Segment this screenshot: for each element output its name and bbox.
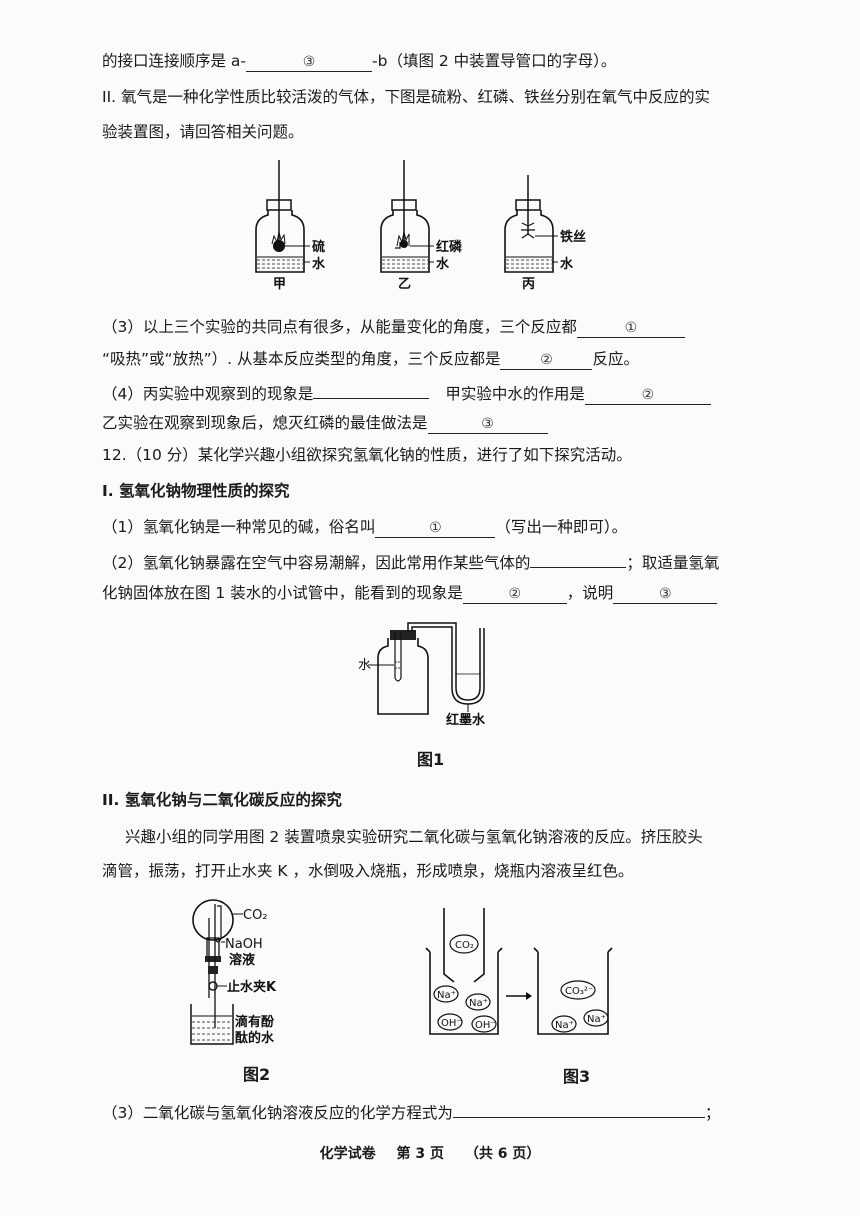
question-12-2-line1: （2）氢氧化钠暴露在空气中容易潮解，因此常用作某些气体的；取适量氢氧 xyxy=(102,549,800,574)
fig2-co2-label: CO₂ xyxy=(243,908,268,923)
footer-page-number: 第 3 页 xyxy=(396,1146,445,1162)
fig3-oh-ion-2: OH⁻ xyxy=(475,1020,496,1031)
page-footer: 化学试卷 第 3 页 （共 6 页） xyxy=(0,1143,860,1163)
jar3-substance-label: 铁丝 xyxy=(559,229,586,245)
jar3-label: 丙 xyxy=(522,277,535,292)
fig3-na-ion-3: Na⁺ xyxy=(555,1020,574,1031)
answer-blank-equation[interactable] xyxy=(452,1099,705,1118)
part-1-title: I. 氢氧化钠物理性质的探究 xyxy=(102,482,290,500)
jar-iron-wire xyxy=(504,175,558,273)
footer-subject: 化学试卷 xyxy=(319,1146,376,1162)
jar1-substance-label: 硫 xyxy=(312,239,325,255)
question-12-intro: 12.（10 分）某化学兴趣小组欲探究氢氧化钠的性质，进行了如下探究活动。 xyxy=(102,446,632,464)
answer-blank-reaction-type[interactable]: ② xyxy=(500,351,593,370)
jar2-water-label: 水 xyxy=(436,256,450,272)
figure-2-caption: 图2 xyxy=(243,1065,271,1084)
jar-red-phosphorus xyxy=(380,160,434,273)
fig3-co3-ion: CO₃²⁻ xyxy=(565,986,593,997)
fig3-na-ion-1: Na⁺ xyxy=(437,990,456,1001)
connection-order-line: 的接口连接顺序是 a-③-b（填图 2 中装置导管口的字母）。 xyxy=(102,52,617,72)
jar-sulfur xyxy=(255,160,310,273)
answer-blank-observation[interactable]: ② xyxy=(462,585,567,604)
part-2-para-line1: 兴趣小组的同学用图 2 装置喷泉实验研究二氧化碳与氢氧化钠溶液的反应。挤压胶头 xyxy=(125,828,703,846)
fig2-water-label-2: 酞的水 xyxy=(235,1030,275,1046)
answer-blank[interactable]: ③ xyxy=(246,53,373,72)
fig2-water-label-1: 滴有酚 xyxy=(235,1014,275,1030)
fig3-na-ion-4: Na⁺ xyxy=(587,1014,606,1025)
answer-blank-phenomenon[interactable] xyxy=(313,380,430,399)
fig1-ink-label: 红墨水 xyxy=(446,712,486,726)
question-3-equation: （3）二氧化碳与氢氧化钠溶液反应的化学方程式为； xyxy=(102,1099,800,1124)
jar3-water-label: 水 xyxy=(560,256,574,272)
jar2-label: 乙 xyxy=(398,277,411,292)
answer-blank-extinguish[interactable]: ③ xyxy=(427,415,548,434)
footer-total-pages: （共 6 页） xyxy=(464,1146,541,1162)
figure-1-caption: 图1 xyxy=(417,750,445,769)
section-intro-line2: 验装置图，请回答相关问题。 xyxy=(102,123,304,141)
answer-blank-desiccant[interactable] xyxy=(530,549,627,568)
jar1-water-label: 水 xyxy=(312,256,326,272)
part-2-title: II. 氢氧化钠与二氧化碳反应的探究 xyxy=(102,791,342,809)
answer-blank-water-role[interactable]: ② xyxy=(584,386,711,405)
fig2-clip-label: 止水夹K xyxy=(227,979,277,995)
figure-1-apparatus: 水 红墨水 xyxy=(358,618,498,726)
jar1-label: 甲 xyxy=(273,277,286,292)
combustion-jars-figure: 硫 水 甲 红磷 水 乙 xyxy=(248,160,608,300)
part-2-para-line2: 滴管，振荡，打开止水夹 K ，水倒吸入烧瓶，形成喷泉，烧瓶内溶液呈红色。 xyxy=(102,862,634,880)
fig3-co2-ion: CO₂ xyxy=(455,940,474,951)
section-intro-line1: II. 氧气是一种化学性质比较活泼的气体，下图是硫粉、红磷、铁丝分别在氧气中反应… xyxy=(102,88,710,106)
fig3-oh-ion-1: OH⁻ xyxy=(441,1018,462,1029)
figure-3-caption: 图3 xyxy=(563,1067,591,1086)
fig1-water-label: 水 xyxy=(358,658,371,673)
answer-blank-energy[interactable]: ① xyxy=(576,319,685,338)
fig2-naoh-label: NaOH xyxy=(225,937,263,952)
fig2-solution-label: 溶液 xyxy=(229,952,255,968)
figure-3-ion-diagram: CO₂ Na⁺ Na⁺ OH⁻ OH⁻ CO₃²⁻ Na⁺ Na⁺ xyxy=(424,908,624,1038)
figure-2-fountain-apparatus: CO₂ NaOH 溶液 止水夹K 滴有酚 酞的水 xyxy=(185,898,305,1050)
answer-blank-explanation[interactable]: ③ xyxy=(613,585,718,604)
jar2-substance-label: 红磷 xyxy=(436,239,463,255)
answer-blank-common-name[interactable]: ① xyxy=(375,519,496,538)
fig3-na-ion-2: Na⁺ xyxy=(469,998,488,1009)
